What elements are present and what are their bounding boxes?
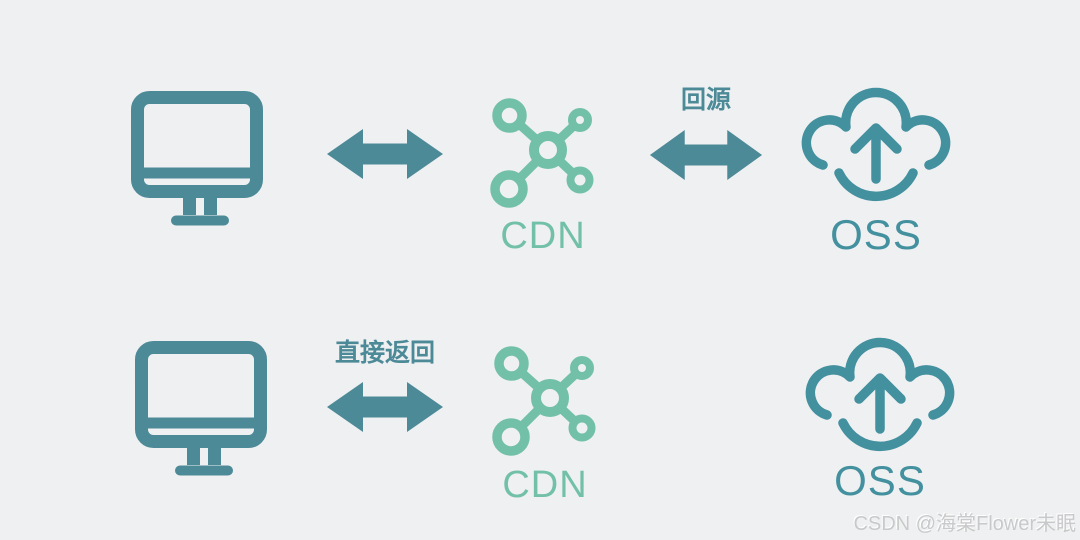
double-arrow-icon [327, 382, 443, 432]
oss-label: OSS [834, 457, 926, 504]
double-arrow-icon [327, 129, 443, 179]
origin-fetch-arrow-label: 回源 [680, 86, 731, 114]
double-arrow-icon [649, 130, 763, 180]
network-nodes-icon [492, 346, 596, 456]
cdn-label: CDN [500, 215, 586, 257]
network-nodes-icon [490, 98, 594, 208]
cloud-upload-icon [805, 337, 955, 452]
monitor-icon [135, 341, 267, 476]
oss-label: OSS [830, 211, 922, 258]
cdn-label: CDN [502, 464, 588, 506]
csdn-watermark: CSDN @海棠Flower未眠 [853, 513, 1076, 535]
cloud-upload-icon [801, 87, 951, 202]
monitor-icon [131, 91, 263, 226]
direct-return-arrow-label: 直接返回 [334, 339, 435, 367]
